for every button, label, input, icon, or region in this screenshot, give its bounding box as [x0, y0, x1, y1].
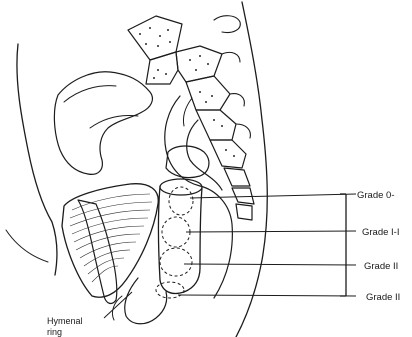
grade-1-leader [186, 231, 356, 232]
iliac-crest-line [64, 86, 116, 102]
label-grade-2: Grade II [364, 261, 398, 272]
vaginal-canal [156, 179, 202, 298]
sacrum [128, 16, 250, 168]
pubic-bone [78, 200, 117, 303]
anterior-abdomen-contour [17, 44, 57, 275]
label-grade-1: Grade I-I [362, 227, 400, 238]
coccyx [224, 168, 254, 220]
label-hymenal: Hymenal [47, 316, 83, 326]
label-ring: ring [47, 327, 62, 337]
grade-bracket [340, 194, 346, 296]
abdominal-fold-line [6, 230, 48, 262]
labia [112, 296, 122, 320]
grade-0-leader [190, 194, 356, 198]
bladder [62, 184, 158, 298]
label-grade-3: Grade II [366, 292, 400, 303]
iliac-bone [54, 72, 152, 175]
grade-3-leader [178, 295, 356, 296]
perineum [125, 278, 167, 324]
label-grade-0: Grade 0- [357, 190, 395, 201]
grade-2-leader [184, 264, 356, 265]
rectum-fold [183, 98, 192, 126]
